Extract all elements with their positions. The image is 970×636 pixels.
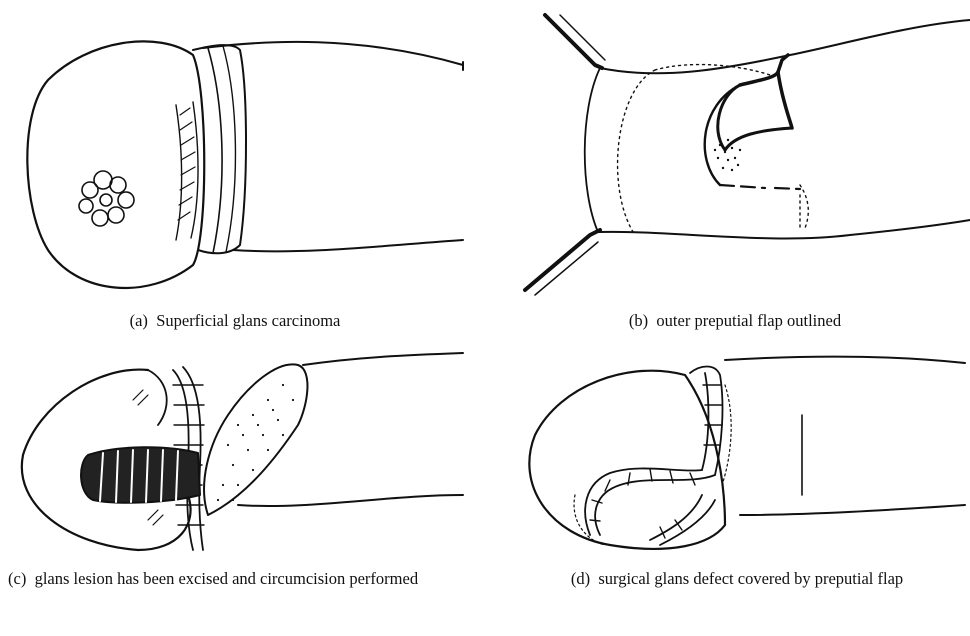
caption-d-label: (d) <box>571 569 590 588</box>
caption-b-text: outer preputial flap outlined <box>656 311 841 330</box>
panel-a-drawing <box>8 10 468 300</box>
caption-a: (a) Superficial glans carcinoma <box>0 310 470 332</box>
caption-a-text: Superficial glans carcinoma <box>156 311 340 330</box>
caption-c-label: (c) <box>8 569 26 588</box>
panel-d-drawing <box>510 345 970 565</box>
caption-d: (d) surgical glans defect covered by pre… <box>507 568 967 590</box>
panel-c-drawing <box>8 345 468 565</box>
caption-b: (b) outer preputial flap outlined <box>500 310 970 332</box>
caption-c-text: glans lesion has been excised and circum… <box>35 569 419 588</box>
caption-b-label: (b) <box>629 311 648 330</box>
caption-d-text: surgical glans defect covered by preputi… <box>598 569 903 588</box>
caption-a-label: (a) <box>130 311 148 330</box>
caption-c: (c) glans lesion has been excised and ci… <box>8 568 470 590</box>
panel-b-drawing <box>520 10 970 300</box>
